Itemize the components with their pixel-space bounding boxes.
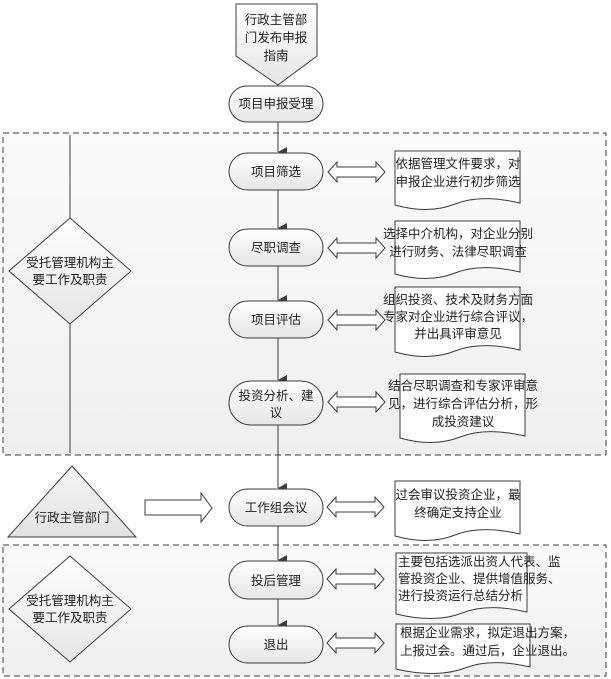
- note-exit-line-1: 根据企业需求，拟定退出方案，: [400, 625, 575, 640]
- note-investment-analysis-line-3: 成投资建议: [432, 414, 495, 429]
- role-diamond-2-line-1: 受托管理机构主: [26, 593, 114, 608]
- role-diamond-1: 受托管理机构主 要工作及职责: [8, 217, 132, 325]
- role-diamond-2: 受托管理机构主 要工作及职责: [8, 555, 132, 663]
- note-evaluation-line-3: 并出具评审意见: [414, 326, 502, 341]
- start-node: 行政主管部 门发布申报 指南: [235, 3, 318, 86]
- note-evaluation-line-2: 专家对企业进行综合评议，: [383, 309, 533, 324]
- note-meeting: 过会审议投资企业，最 终确定支持企业: [394, 480, 521, 541]
- step-screening-label: 项目筛选: [251, 164, 302, 179]
- step-investment-analysis: 投资分析、建 议: [228, 380, 324, 426]
- note-evaluation: 组织投资、技术及财务方面 专家对企业进行综合评议， 并出具评审意见: [383, 286, 533, 357]
- step-post-management: 投后管理: [228, 560, 324, 600]
- note-investment-analysis: 结合尽职调查和专家评审意 见，进行综合评估分析，形 成投资建议: [388, 373, 539, 443]
- double-arrow-meeting: [326, 495, 385, 519]
- step-post-management-label: 投后管理: [251, 573, 302, 588]
- role-diamond-2-line-2: 要工作及职责: [32, 610, 107, 625]
- note-post-management: 主要包括选派出资人代表、监 管投资企业、提供增值服务、 进行投资运行总结分析: [395, 552, 561, 619]
- start-node-line-1: 行政主管部: [245, 12, 308, 27]
- start-node-line-3: 指南: [263, 48, 288, 63]
- step-meeting-label: 工作组会议: [245, 500, 308, 515]
- note-due-diligence: 选择中介机构，对企业分别 进行财务、法律尽职调查: [383, 220, 533, 279]
- role-diamond-1-line-1: 受托管理机构主: [26, 255, 114, 270]
- note-meeting-line-2: 终确定支持企业: [414, 505, 502, 520]
- start-node-line-2: 门发布申报: [245, 30, 308, 45]
- note-screening: 依据管理文件要求，对 申报企业进行初步筛选: [394, 150, 521, 210]
- note-exit: 根据企业需求，拟定退出方案， 上报过会。通过后，企业退出。: [395, 623, 575, 674]
- step-evaluation: 项目评估: [228, 300, 324, 339]
- note-screening-line-1: 依据管理文件要求，对: [395, 156, 520, 171]
- note-investment-analysis-line-2: 见，进行综合评估分析，形: [388, 396, 539, 411]
- double-arrow-post-management: [326, 567, 385, 591]
- note-exit-line-2: 上报过会。通过后，企业退出。: [400, 643, 575, 658]
- step-investment-analysis-line-2: 议: [270, 405, 283, 420]
- step-meeting: 工作组会议: [228, 488, 324, 527]
- step-due-diligence: 尽职调查: [228, 228, 324, 267]
- authority-triangle: 行政主管部门: [6, 465, 138, 538]
- double-arrow-due-diligence: [327, 236, 386, 260]
- double-arrows: [326, 160, 386, 655]
- note-screening-line-2: 申报企业进行初步筛选: [395, 174, 521, 189]
- authority-triangle-label: 行政主管部门: [34, 510, 109, 525]
- step-evaluation-label: 项目评估: [251, 312, 301, 327]
- note-post-management-line-3: 进行投资运行总结分析: [398, 588, 523, 603]
- step-screening: 项目筛选: [228, 152, 324, 191]
- note-post-management-line-2: 管投资企业、提供增值服务、: [398, 571, 561, 586]
- note-meeting-line-1: 过会审议投资企业，最: [395, 487, 521, 502]
- block-arrow-authority-to-meeting: [144, 491, 213, 524]
- double-arrow-screening: [327, 160, 386, 184]
- note-post-management-line-1: 主要包括选派出资人代表、监: [398, 554, 561, 569]
- accept-node: 项目申报受理: [228, 85, 324, 123]
- note-evaluation-line-1: 组织投资、技术及财务方面: [383, 292, 533, 307]
- double-arrow-exit: [326, 631, 385, 655]
- step-exit: 退出: [228, 625, 324, 664]
- step-investment-analysis-line-1: 投资分析、建: [238, 388, 314, 403]
- double-arrow-evaluation: [327, 308, 386, 332]
- role-diamond-1-line-2: 要工作及职责: [32, 272, 107, 287]
- note-due-diligence-line-1: 选择中介机构，对企业分别: [383, 226, 533, 241]
- note-due-diligence-line-2: 进行财务、法律尽职调查: [389, 244, 527, 259]
- step-exit-label: 退出: [263, 637, 288, 652]
- double-arrow-analysis: [327, 390, 386, 414]
- step-due-diligence-label: 尽职调查: [251, 240, 302, 255]
- accept-node-label: 项目申报受理: [238, 96, 314, 111]
- note-investment-analysis-line-1: 结合尽职调查和专家评审意: [388, 378, 538, 393]
